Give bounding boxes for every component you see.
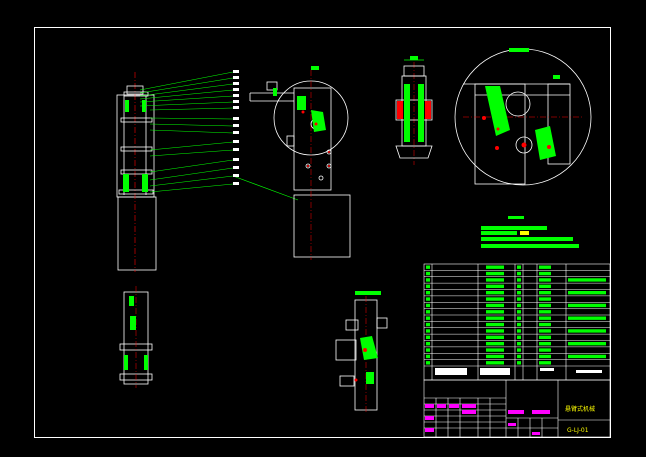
detail-view-hatch	[485, 48, 560, 160]
parts-list-cell-text	[486, 303, 504, 308]
parts-list-cell-text	[486, 361, 504, 365]
detail-view-circle	[454, 48, 592, 186]
parts-list-cell-text	[486, 335, 504, 339]
parts-list-cell-text	[486, 310, 504, 314]
parts-list-cell-text	[486, 271, 504, 276]
clamp-arm-view	[249, 70, 351, 260]
parts-list-cell-text	[426, 310, 430, 314]
title-block	[423, 379, 611, 438]
parts-list-cell-text	[539, 265, 551, 269]
parts-list-cell-text	[539, 348, 551, 352]
technical-notes	[481, 216, 579, 248]
parts-list-cell-text	[426, 271, 430, 276]
parts-list-cell-text	[539, 316, 551, 320]
main-assembly-hatch	[123, 100, 148, 192]
parts-list-cell-text	[517, 291, 521, 295]
parts-list-cell-text	[517, 329, 521, 333]
parts-list-cell-text	[517, 284, 521, 288]
bottom-left-hatch	[124, 296, 148, 370]
parts-list-cell-text	[568, 291, 606, 295]
parts-list-cell-text	[517, 310, 521, 314]
detail-view-centers	[482, 116, 551, 150]
parts-list-cell-text	[426, 348, 430, 352]
title-block-part-name: 悬臂式机械	[565, 405, 595, 413]
parts-list-cell-text	[539, 297, 551, 301]
parts-list-cell-text	[539, 361, 551, 365]
parts-list-cell-text	[426, 291, 430, 295]
parts-list-cell-text	[539, 354, 551, 359]
parts-list-cell-text	[517, 316, 521, 320]
leader-lines	[139, 71, 299, 201]
parts-list-cell-text	[517, 361, 521, 365]
parts-list-fills	[426, 265, 606, 365]
parts-list-cell-text	[568, 354, 606, 359]
parts-list-cell-text	[539, 342, 551, 346]
parts-list-cell-text	[426, 322, 430, 327]
parts-list-cell-text	[539, 278, 551, 282]
parts-list-cell-text	[426, 316, 430, 320]
parts-list-cell-text	[426, 303, 430, 308]
parts-list-cell-text	[486, 329, 504, 333]
parts-list-cell-text	[486, 284, 504, 288]
parts-list-cell-text	[486, 265, 504, 269]
parts-list-cell-text	[426, 342, 430, 346]
bottom-middle-centers	[354, 348, 367, 382]
parts-list-cell-text	[517, 265, 521, 269]
parts-list-cell-text	[426, 278, 430, 282]
parts-list-cell-text	[426, 297, 430, 301]
parts-list-cell-text	[486, 354, 504, 359]
parts-list-cell-text	[539, 329, 551, 333]
balloon-labels	[233, 70, 239, 185]
parts-list-cell-text	[486, 291, 504, 295]
bottom-middle-hatch	[355, 291, 381, 384]
clamp-arm-centers	[301, 110, 330, 167]
parts-list-cell-text	[426, 361, 430, 365]
parts-list-cell-text	[517, 297, 521, 301]
clamp-arm-hatch	[273, 66, 326, 132]
parts-list-table	[423, 263, 611, 381]
parts-list-cell-text	[517, 342, 521, 346]
bolt-section-hatch	[404, 56, 424, 142]
parts-list-cell-text	[517, 278, 521, 282]
bolt-section-redfill	[397, 101, 431, 119]
bottom-left-view	[119, 286, 153, 388]
parts-list-cell-text	[539, 322, 551, 327]
parts-list-cell-text	[517, 271, 521, 276]
parts-list-cell-text	[486, 278, 504, 282]
title-block-drawing-number: G-LJ-01	[567, 427, 589, 434]
parts-list-cell-text	[486, 297, 504, 301]
sheet-border	[34, 27, 611, 438]
parts-list-cell-text	[539, 291, 551, 295]
parts-list-cell-text	[517, 348, 521, 352]
parts-list-cell-text	[486, 322, 504, 327]
parts-list-cell-text	[426, 335, 430, 339]
parts-list-cell-text	[426, 284, 430, 288]
parts-list-cell-text	[568, 278, 606, 282]
parts-list-cell-text	[568, 316, 606, 320]
parts-list-cell-text	[539, 271, 551, 276]
parts-list-cell-text	[568, 342, 606, 346]
parts-list-cell-text	[539, 310, 551, 314]
parts-list-cell-text	[517, 335, 521, 339]
parts-list-cell-text	[568, 329, 606, 333]
bottom-middle-view	[335, 296, 388, 414]
parts-list-cell-text	[426, 329, 430, 333]
parts-list-cell-text	[539, 284, 551, 288]
parts-list-cell-text	[486, 342, 504, 346]
parts-list-cell-text	[486, 316, 504, 320]
parts-list-cell-text	[486, 348, 504, 352]
parts-list-cell-text	[517, 303, 521, 308]
parts-list-cell-text	[539, 335, 551, 339]
title-block-fills	[425, 368, 602, 435]
parts-list-cell-text	[568, 303, 606, 308]
parts-list-cell-text	[426, 354, 430, 359]
parts-list-cell-text	[426, 265, 430, 269]
parts-list-cell-text	[539, 303, 551, 308]
parts-list-cell-text	[517, 354, 521, 359]
parts-list-cell-text	[517, 322, 521, 327]
